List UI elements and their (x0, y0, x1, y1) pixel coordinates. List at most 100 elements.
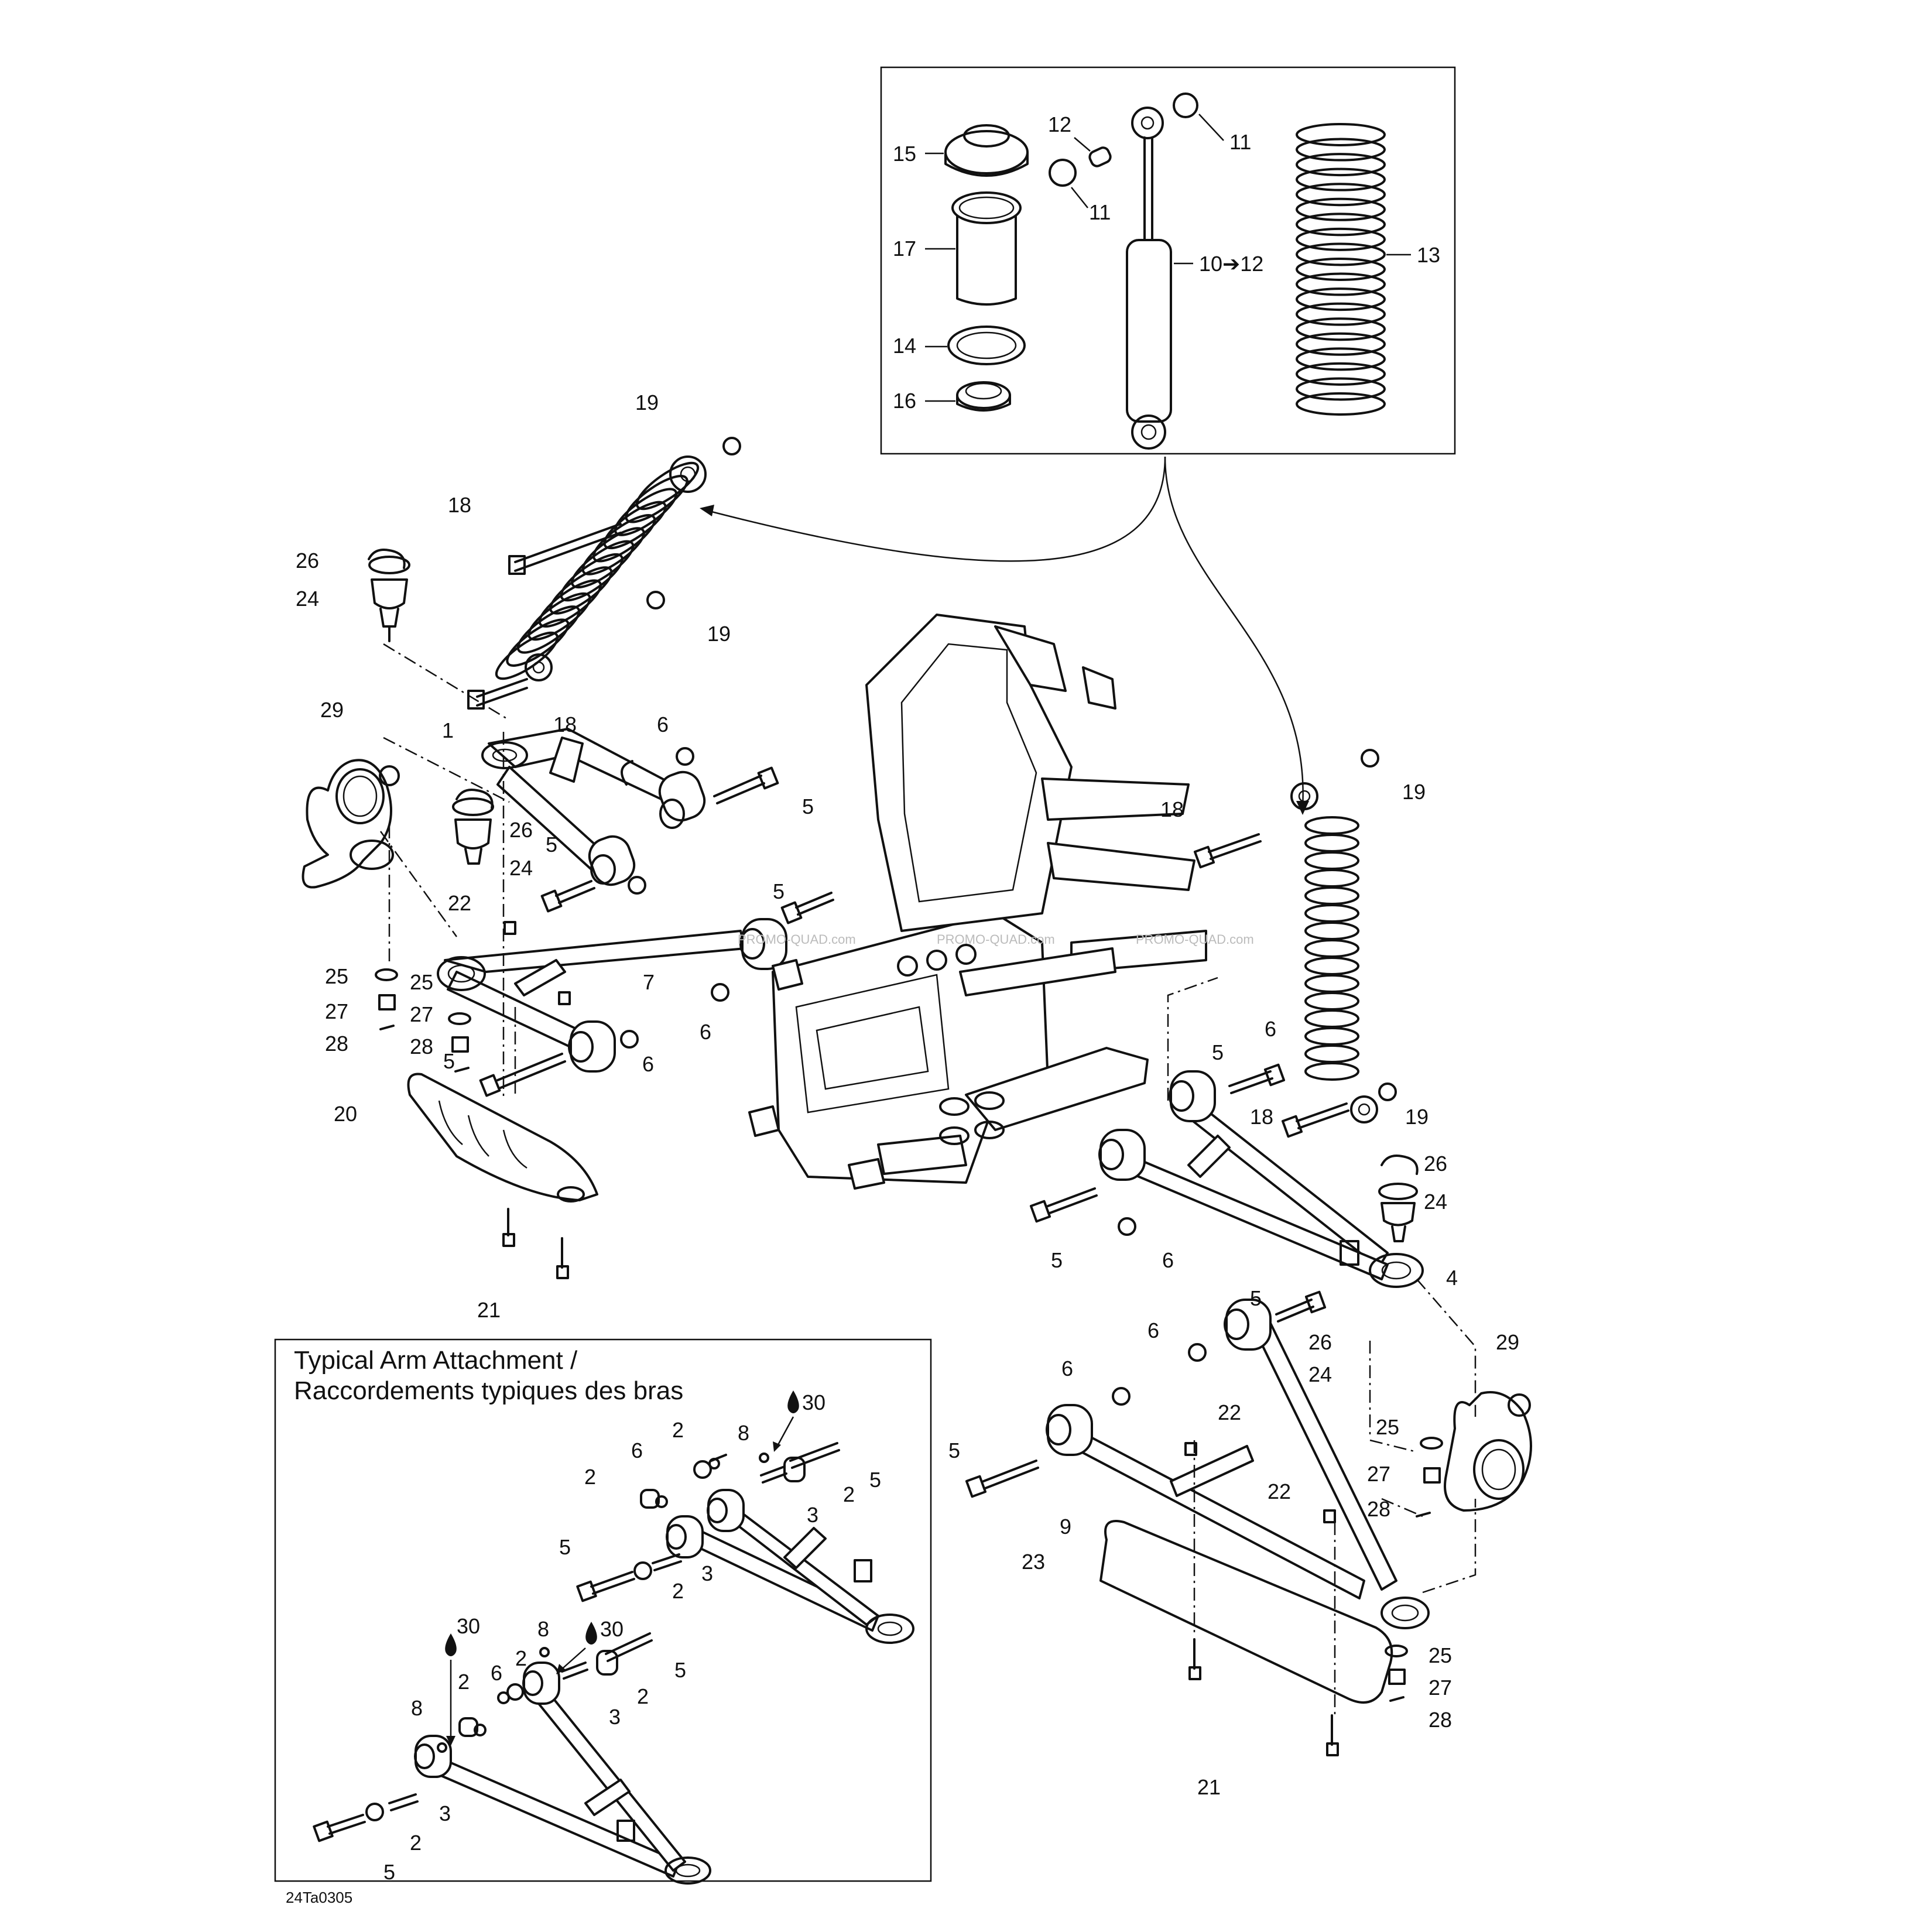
callout-c22b: 22 (1218, 1400, 1241, 1424)
callout-i30c: 30 (600, 1617, 624, 1641)
callout-i5b: 5 (559, 1535, 571, 1559)
callout-c16: 16 (893, 389, 916, 413)
callout-c5g: 5 (1250, 1286, 1262, 1310)
watermark: PROMO-QUAD.com (738, 932, 856, 947)
coil-turn (560, 553, 624, 602)
bumper-part (956, 381, 1011, 412)
figure-code: 24Ta0305 (286, 1889, 352, 1906)
callout-i3b: 3 (701, 1561, 713, 1585)
coil-turn (1296, 272, 1386, 296)
callout-c11a: 11 (1229, 130, 1251, 154)
left-lower-arm-assembly (375, 892, 834, 1097)
callout-c9: 9 (1060, 1515, 1071, 1539)
ring-part (947, 326, 1026, 365)
callout-c18b: 18 (553, 712, 577, 737)
coil-turn (1296, 332, 1386, 356)
callout-c11b: 11 (1089, 200, 1111, 224)
coil-turn (635, 461, 700, 511)
coil-turn (1304, 904, 1359, 923)
callout-c21a: 21 (477, 1298, 501, 1322)
callout-c6b: 6 (700, 1020, 711, 1044)
coil-turn (1296, 242, 1386, 266)
callout-i3c: 3 (609, 1705, 621, 1729)
left-shock-assembly (467, 437, 741, 710)
coil-turn (1296, 287, 1386, 311)
callout-c4: 4 (1446, 1266, 1458, 1290)
coil-turn (1304, 974, 1359, 993)
coil-spring-part (1296, 123, 1386, 416)
watermark: PROMO-QUAD.com (937, 932, 1055, 947)
callout-c28d: 28 (1429, 1708, 1452, 1732)
callout-c25d: 25 (1429, 1643, 1452, 1667)
callout-c5c: 5 (773, 879, 785, 903)
coil-turn (1296, 167, 1386, 191)
coil-turn (1296, 377, 1386, 401)
coil-turn (1296, 362, 1386, 386)
coil-turn (614, 488, 678, 536)
inset-title-line2: Raccordements typiques des bras (294, 1376, 683, 1405)
sleeve-part (951, 191, 1022, 306)
callout-i8c: 8 (411, 1696, 423, 1720)
callout-c26c: 26 (1424, 1152, 1447, 1176)
coil-turn (1304, 851, 1359, 870)
callout-c26d: 26 (1308, 1330, 1332, 1354)
callout-i30a: 30 (802, 1390, 825, 1414)
callout-c6g: 6 (1061, 1356, 1073, 1381)
right-lower-arm-assembly (965, 1290, 1532, 1756)
callout-i2f: 2 (458, 1670, 470, 1694)
callout-i5a: 5 (869, 1468, 881, 1492)
callout-i8b: 8 (537, 1617, 549, 1641)
callout-c21b: 21 (1197, 1775, 1221, 1799)
coil-turn (1304, 1027, 1359, 1046)
spring-seat-part (944, 124, 1029, 177)
callout-c29a: 29 (320, 698, 344, 722)
typical-arm-attachment-inset: Typical Arm Attachment / Raccordements t… (274, 1338, 932, 1885)
callout-c15: 15 (893, 142, 916, 166)
coil-turn (603, 501, 667, 550)
callout-c7: 7 (643, 970, 655, 994)
callout-i2a: 2 (672, 1418, 684, 1442)
callout-i5c: 5 (674, 1658, 686, 1682)
callout-c26b: 26 (509, 818, 533, 842)
coil-turn (1304, 1044, 1359, 1063)
coil-turn (1296, 302, 1386, 326)
callout-c5a: 5 (802, 794, 814, 818)
callout-c6f: 6 (1147, 1318, 1159, 1342)
callout-c28c: 28 (1367, 1497, 1390, 1521)
left-skid-plate (407, 1073, 598, 1279)
shock-reference-arrow-left (702, 456, 1166, 562)
callout-c25b: 25 (410, 970, 433, 994)
vehicle-frame: PROMO-QUAD.com PROMO-QUAD.com PROMO-QUAD… (738, 614, 1254, 1190)
coil-turn (1296, 123, 1386, 146)
callout-i2g: 2 (637, 1684, 649, 1708)
callout-c18a: 18 (448, 493, 471, 517)
callout-c6c: 6 (642, 1052, 654, 1076)
shock-absorber-part (1049, 93, 1198, 450)
callout-c19d: 19 (1405, 1105, 1429, 1129)
callout-c28b: 28 (410, 1034, 433, 1059)
callout-c5h: 5 (948, 1438, 960, 1462)
coil-turn (1296, 213, 1386, 237)
callout-i8a: 8 (738, 1421, 749, 1445)
arrowhead-left (700, 505, 714, 516)
coil-turn (1296, 347, 1386, 371)
callout-c23: 23 (1022, 1550, 1045, 1574)
callout-i30b: 30 (457, 1614, 480, 1638)
callout-c24a: 24 (296, 587, 319, 611)
coil-turn (1296, 227, 1386, 251)
callout-c13: 13 (1417, 243, 1440, 267)
callout-c24c: 24 (1424, 1190, 1447, 1214)
callout-c5e: 5 (1212, 1040, 1224, 1064)
coil-turn (549, 566, 613, 615)
coil-turn (571, 540, 635, 589)
callout-c19a: 19 (635, 390, 659, 415)
callout-c1: 1 (442, 718, 454, 742)
callout-c26a: 26 (296, 549, 319, 573)
callout-c6e: 6 (1162, 1248, 1174, 1272)
callout-c27a: 27 (325, 999, 348, 1023)
callout-c22c: 22 (1268, 1479, 1291, 1503)
callout-c17: 17 (893, 237, 916, 261)
watermark: PROMO-QUAD.com (1136, 932, 1254, 947)
coil-turn (516, 605, 580, 654)
